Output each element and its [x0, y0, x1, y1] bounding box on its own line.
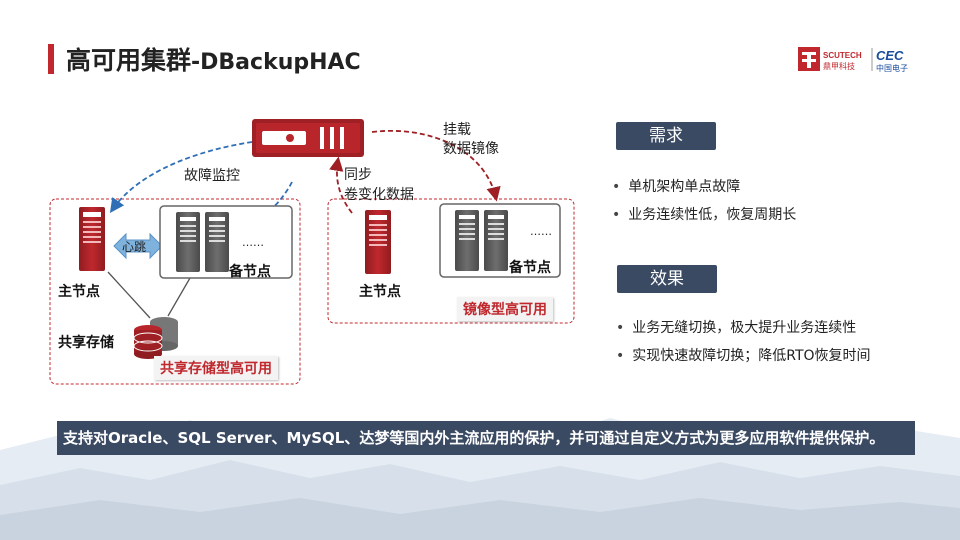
logo-brand2-cn: 中国电子 — [876, 63, 908, 73]
page-title: 高可用集群-DBackupHAC — [66, 41, 361, 77]
left-master-server-icon — [79, 207, 105, 271]
shared-storage-label: 共享存储 — [58, 335, 114, 351]
right-standby-server-2-icon — [484, 210, 508, 271]
link-master-storage — [107, 271, 151, 319]
shared-storage-database-icon — [133, 317, 178, 359]
heartbeat-label: 心跳 — [122, 240, 147, 254]
company-logo: SCUTECH 鼎甲科技 CEC 中国电子 — [797, 44, 915, 74]
mirror-group — [327, 198, 575, 324]
effects-item-2: 实现快速故障切换；降低RTO恢复时间 — [616, 345, 870, 365]
left-standby-label: 备节点 — [229, 264, 271, 280]
right-standby-server-1-icon — [455, 210, 479, 271]
left-standby-server-1-icon — [176, 212, 200, 272]
support-banner: 支持对Oracle、SQL Server、MySQL、达梦等国内外主流应用的保护… — [57, 421, 915, 455]
needs-item-2: 业务连续性低，恢复周期长 — [612, 204, 796, 224]
title-main: 高可用集群 — [66, 46, 192, 75]
needs-item-1: 单机架构单点故障 — [612, 176, 740, 196]
shared-storage-ha-caption: 共享存储型高可用 — [154, 356, 278, 380]
right-standby-label: 备节点 — [509, 260, 551, 276]
mount-arrow — [371, 130, 501, 202]
logo-brand1: SCUTECH — [823, 51, 862, 60]
effects-item-1: 业务无缝切换，极大提升业务连续性 — [616, 317, 856, 337]
mirror-ha-caption: 镜像型高可用 — [457, 297, 553, 321]
logo-brand1-cn: 鼎甲科技 — [823, 61, 855, 71]
sync-arrow — [329, 156, 353, 214]
left-standby-server-2-icon — [205, 212, 229, 272]
effects-tag: 效果 — [617, 265, 717, 293]
needs-tag: 需求 — [616, 122, 716, 150]
sync-label-line1: 同步 — [344, 167, 372, 183]
sync-label-line2: 卷变化数据 — [344, 187, 414, 203]
right-standby-ellipsis: …… — [530, 225, 552, 238]
mount-label-line2: 数据镜像 — [443, 141, 499, 157]
right-master-label: 主节点 — [359, 284, 401, 300]
fault-monitor-label: 故障监控 — [184, 168, 240, 184]
mount-label-line1: 挂载 — [443, 122, 471, 138]
left-standby-ellipsis: …… — [242, 236, 264, 249]
link-standby-storage — [167, 277, 191, 317]
title-sub: -DBackupHAC — [191, 50, 361, 75]
control-server-icon — [252, 119, 364, 157]
logo-brand2: CEC — [876, 48, 904, 63]
logo-mark: SCUTECH 鼎甲科技 CEC 中国电子 — [798, 47, 908, 73]
left-master-label: 主节点 — [58, 284, 100, 300]
title-accent-bar — [48, 44, 54, 74]
fault-monitor-arrow-master — [109, 141, 253, 213]
right-master-server-icon — [365, 210, 391, 274]
